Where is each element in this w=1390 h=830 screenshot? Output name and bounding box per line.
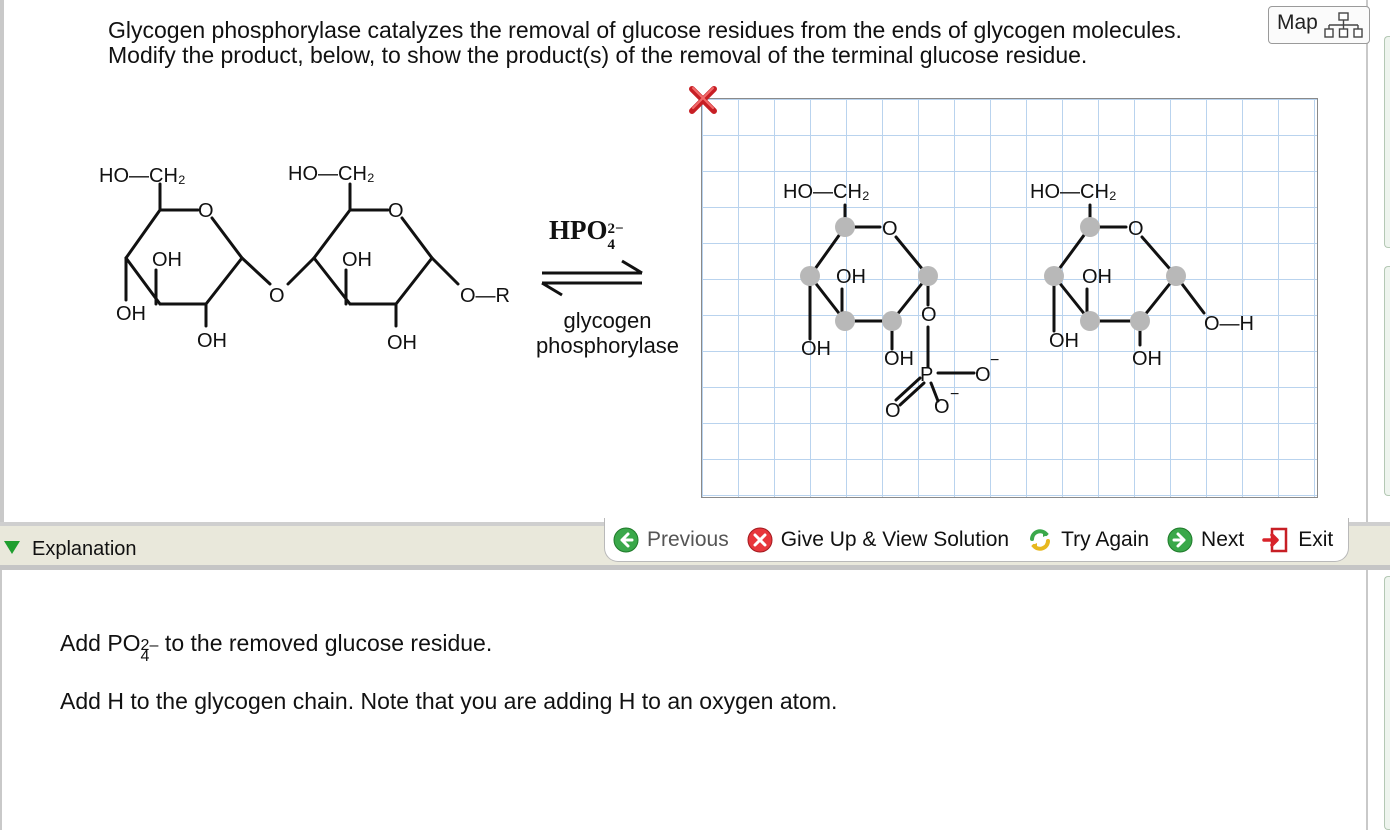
ring1-oh-top-label: OH <box>152 249 182 271</box>
explanation-scrollbar[interactable] <box>1378 570 1390 830</box>
phosphate-o-double-label: O <box>885 400 901 422</box>
try-again-button[interactable]: Try Again <box>1027 527 1149 553</box>
explanation-scrollbar-thumb[interactable] <box>1384 576 1390 830</box>
ring2-oh-bottom-label: OH <box>387 332 417 354</box>
map-button[interactable]: Map <box>1268 6 1370 44</box>
canvas-ring1-oh-left-label: OH <box>801 338 831 360</box>
give-up-button[interactable]: Give Up & View Solution <box>747 527 1009 553</box>
question-text: Glycogen phosphorylase catalyzes the rem… <box>108 18 1278 68</box>
arrow-right-icon <box>1167 527 1193 552</box>
try-again-label: Try Again <box>1061 527 1150 551</box>
canvas-ring2-oh-bottom-label: OH <box>1132 348 1162 370</box>
next-button[interactable]: Next <box>1167 527 1244 553</box>
exit-icon <box>1262 527 1288 552</box>
expl-line1-sub: 4 <box>140 648 150 665</box>
reagent-charge: 2− <box>607 221 624 237</box>
explanation-line-2: Add H to the glycogen chain. Note that y… <box>60 688 838 714</box>
give-up-label: Give Up & View Solution <box>780 527 1010 551</box>
phosphate-o-right-charge: − <box>990 352 999 369</box>
exit-label: Exit <box>1298 527 1334 551</box>
next-label: Next <box>1201 527 1245 551</box>
reagent-sub: 4 <box>607 237 616 253</box>
phosphate-o-bottom-charge: − <box>950 386 959 403</box>
triangle-down-icon <box>4 541 20 554</box>
bridge-o-label: O <box>269 285 285 307</box>
ring1-ch2-label: HO—CH₂ <box>99 165 186 187</box>
question-scrollbar[interactable] <box>1378 0 1390 522</box>
divider-bar: Explanation Previous Give Up & View Solu… <box>0 518 1390 570</box>
ring2-o-label: O <box>388 200 404 222</box>
arrow-left-icon <box>613 527 639 552</box>
ring1-oh-bottom-label: OH <box>197 330 227 352</box>
previous-label: Previous <box>647 527 729 551</box>
or-label: O—R <box>460 285 510 307</box>
ring2-ch2-label: HO—CH₂ <box>288 163 375 185</box>
canvas-ring2-o-label: O <box>1128 218 1144 240</box>
question-line-2: Modify the product, below, to show the p… <box>108 42 1088 68</box>
question-line-1: Glycogen phosphorylase catalyzes the rem… <box>108 18 1182 43</box>
question-scrollbar-thumb[interactable] <box>1384 36 1390 248</box>
phosphate-o-bottom-label: O <box>934 396 950 418</box>
canvas-ring1-ch2-label: HO—CH₂ <box>783 181 870 203</box>
map-button-label: Map <box>1277 11 1318 34</box>
canvas-o-h-label: O—H <box>1204 313 1254 335</box>
drawing-canvas[interactable]: HO—CH₂ O OH OH OH O P O − O O − HO—CH₂ O… <box>701 98 1318 498</box>
exit-button[interactable]: Exit <box>1262 527 1333 553</box>
canvas-ring1-oh-top-label: OH <box>836 266 866 288</box>
canvas-ring2-oh-left-label: OH <box>1049 330 1079 352</box>
nav-bar: Previous Give Up & View Solution Try Aga… <box>604 518 1349 562</box>
explanation-toggle-label: Explanation <box>32 538 137 560</box>
question-scrollbar-thumb-2[interactable] <box>1384 266 1390 496</box>
enzyme-line-1: glycogen <box>563 308 652 333</box>
canvas-link-o-label: O <box>921 304 937 326</box>
refresh-icon <box>1030 528 1051 551</box>
equilibrium-arrow <box>541 259 643 297</box>
expl-line1-post: to the removed glucose residue. <box>158 630 493 656</box>
expl-line1-pre: Add PO <box>60 630 141 656</box>
previous-button[interactable]: Previous <box>613 527 729 553</box>
tree-icon <box>1324 12 1363 38</box>
ring1-o-label: O <box>198 200 214 222</box>
give-up-icon <box>747 527 773 552</box>
enzyme-label: glycogen phosphorylase <box>520 308 695 358</box>
canvas-ring1-o-label: O <box>882 218 898 240</box>
phosphate-o-right-label: O <box>975 364 991 386</box>
canvas-ring2-oh-top-label: OH <box>1082 266 1112 288</box>
canvas-ring2-ch2-label: HO—CH₂ <box>1030 181 1117 203</box>
reagent-base: HPO <box>549 215 608 245</box>
clear-canvas-icon[interactable] <box>686 83 720 117</box>
ring1-oh-left-label: OH <box>116 303 146 325</box>
enzyme-line-2: phosphorylase <box>535 333 680 358</box>
explanation-toggle[interactable]: Explanation <box>4 538 137 561</box>
ring2-oh-top-label: OH <box>342 249 372 271</box>
product-structure[interactable]: HO—CH₂ O OH OH OH O P O − O O − HO—CH₂ O… <box>702 99 1319 499</box>
expl-line1-sup: 2– <box>140 637 159 654</box>
reactant-structure: HO—CH₂ O OH OH OH O HO—CH₂ O OH OH O—R <box>99 163 510 354</box>
canvas-ring1-oh-bottom-label: OH <box>884 348 914 370</box>
phosphorus-label: P <box>920 364 933 386</box>
question-panel: Glycogen phosphorylase catalyzes the rem… <box>0 0 1370 522</box>
